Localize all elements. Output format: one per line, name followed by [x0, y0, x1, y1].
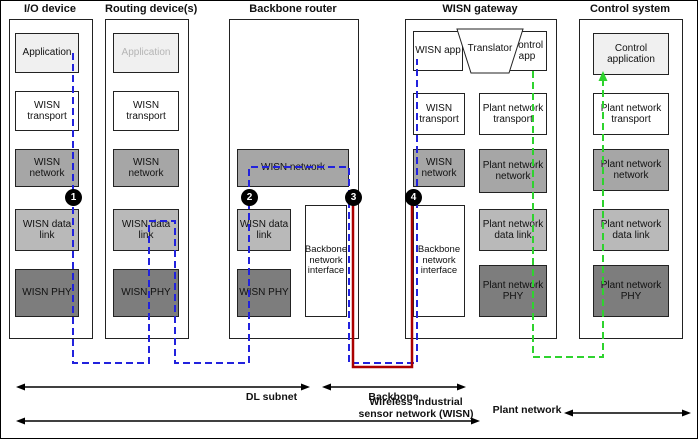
layer-control-plant-phy: Plant network PHY	[593, 265, 669, 317]
plant-network-arrowhead-left	[564, 409, 573, 417]
dl-subnet-arrowhead-right	[301, 383, 310, 391]
layer-routing-wisn-network: WISN network	[113, 149, 179, 187]
layer-io-application: Application	[15, 33, 79, 73]
label-dl-subnet: DL subnet	[245, 391, 298, 403]
layer-io-wisn-transport: WISN transport	[15, 91, 79, 131]
dl-subnet-arrowhead-left	[16, 383, 25, 391]
layer-control-plant-data-link: Plant network data link	[593, 209, 669, 251]
layer-io-wisn-network: WISN network	[15, 149, 79, 187]
layer-routing-wisn-phy: WISN PHY	[113, 269, 179, 317]
device-title-routing: Routing device(s)	[105, 3, 198, 15]
layer-io-wisn-data-link: WISN data link	[15, 209, 79, 251]
backbone-arrowhead-left	[322, 383, 331, 391]
backbone-arrowhead-right	[457, 383, 466, 391]
layer-gateway-backbone-interface: Backbone network interface	[413, 205, 465, 317]
layer-control-plant-transport: Plant network transport	[593, 93, 669, 135]
layer-gateway-wisn-transport: WISN transport	[413, 93, 465, 135]
device-title-router: Backbone router	[249, 3, 337, 15]
layer-routing-wisn-data-link: WISN data link	[113, 209, 179, 251]
layer-router-wisn-data-link: WISN data link	[237, 209, 291, 251]
layer-gateway-plant-data-link: Plant network data link	[479, 209, 547, 251]
label-backbone: Backbone	[368, 391, 419, 403]
plant-network-arrowhead-right	[682, 409, 691, 417]
layer-io-wisn-phy: WISN PHY	[15, 269, 79, 317]
layer-gateway-wisn-app: WISN app	[413, 31, 463, 71]
layer-gateway-wisn-network: WISN network	[413, 149, 465, 187]
label-plant-network: Plant network	[492, 404, 562, 416]
layer-control-plant-network: Plant network network	[593, 149, 669, 191]
layer-router-wisn-phy: WISN PHY	[237, 269, 291, 317]
device-title-io: I/O device	[24, 3, 76, 15]
label-wisn: Wireless industrial sensor network (WISN…	[351, 396, 481, 420]
layer-routing-wisn-transport: WISN transport	[113, 91, 179, 131]
backbone-route-path	[351, 199, 414, 369]
marker-2: 2	[241, 189, 258, 206]
marker-4: 4	[405, 189, 422, 206]
label-wisn-line1: Wireless industrial	[369, 396, 463, 408]
layer-routing-application: Application	[113, 33, 179, 73]
layer-gateway-plant-transport: Plant network transport	[479, 93, 547, 135]
wisn-span-arrowhead-left	[16, 417, 25, 425]
translator-label: Translator	[467, 43, 513, 54]
label-wisn-line2: sensor network (WISN)	[358, 407, 474, 420]
layer-gateway-plant-phy: Plant network PHY	[479, 265, 547, 317]
layer-router-wisn-network: WISN network	[237, 149, 349, 187]
marker-3: 3	[345, 189, 362, 206]
marker-1: 1	[65, 189, 82, 206]
device-title-control: Control system	[589, 3, 671, 15]
layer-gateway-plant-network: Plant network network	[479, 149, 547, 193]
layer-control-application: Control application	[593, 33, 669, 75]
device-title-gateway: WISN gateway	[442, 3, 518, 15]
layer-router-backbone-interface: Backbone network interface	[305, 205, 347, 317]
